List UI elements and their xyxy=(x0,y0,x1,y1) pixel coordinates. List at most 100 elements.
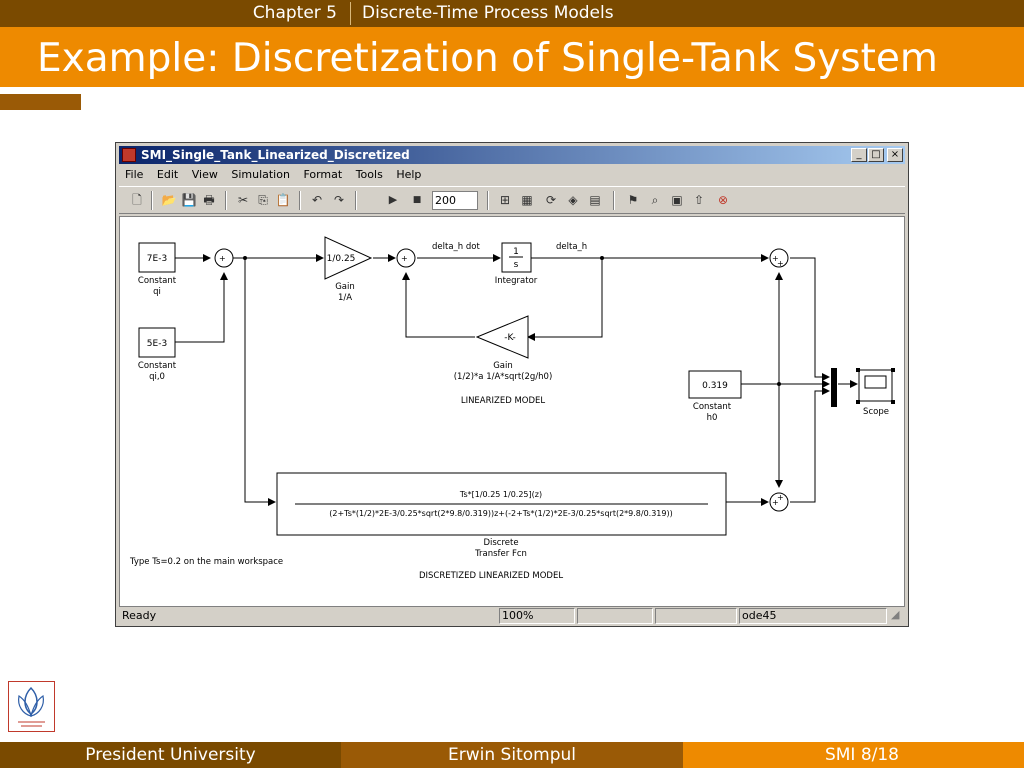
simulink-icon xyxy=(122,148,136,162)
transfer-fcn-name: Transfer Fcn xyxy=(474,549,527,559)
maximize-button[interactable]: □ xyxy=(868,148,884,162)
paste-icon[interactable]: 📋 xyxy=(275,193,291,207)
status-solver: ode45 xyxy=(739,608,887,624)
chapter-title: Discrete-Time Process Models xyxy=(362,3,614,23)
signal-delta-h: delta_h xyxy=(556,242,587,252)
new-model-icon[interactable]: 🗋 xyxy=(132,193,142,207)
copy-icon[interactable]: ⎘ xyxy=(258,193,268,207)
gain-k-label: Gain xyxy=(493,361,513,371)
menu-view[interactable]: View xyxy=(191,168,218,181)
footer: President University Erwin Sitompul SMI … xyxy=(0,742,1024,768)
toolbar: 🗋 📂 💾 🖶 ✂ ⎘ 📋 ↶ ↷ ▶ ■ 200 ⊞ ▦ ⟳ ◈ ▤ ⚑ ⌕ … xyxy=(119,186,905,214)
window-titlebar[interactable]: SMI_Single_Tank_Linearized_Discretized _… xyxy=(119,146,905,164)
constant-qi-value: 7E-3 xyxy=(147,254,167,264)
gain-1-over-a-label: Gain xyxy=(335,282,355,292)
simulink-window: SMI_Single_Tank_Linearized_Discretized _… xyxy=(115,142,909,627)
constant-qi-name: qi xyxy=(153,287,161,297)
status-empty-2 xyxy=(655,608,737,624)
constant-h0-name: h0 xyxy=(707,413,718,423)
signal-delta-h-dot: delta_h dot xyxy=(432,242,480,252)
mux-block[interactable] xyxy=(831,368,837,407)
footer-university: President University xyxy=(0,742,341,768)
browser-icon[interactable]: ▣ xyxy=(671,193,683,207)
print-icon[interactable]: 🖶 xyxy=(203,193,215,207)
sum1-plus: + xyxy=(219,254,226,263)
constant-qi-block[interactable] xyxy=(138,242,176,273)
integrator-label: Integrator xyxy=(495,276,538,286)
status-ready: Ready xyxy=(122,609,157,622)
close-button[interactable]: × xyxy=(887,148,903,162)
menu-help[interactable]: Help xyxy=(396,168,422,181)
open-icon[interactable]: 📂 xyxy=(161,193,177,207)
scope-label: Scope xyxy=(863,407,889,417)
library-browser-icon[interactable]: ◈ xyxy=(568,193,578,207)
integrator-num: 1 xyxy=(513,247,519,257)
linearized-model-label: LINEARIZED MODEL xyxy=(461,396,546,406)
constant-qi0-name: qi,0 xyxy=(149,372,165,382)
chapter-bar xyxy=(0,0,1024,27)
status-zoom: 100% xyxy=(499,608,575,624)
stop-time-input[interactable]: 200 xyxy=(432,191,478,210)
status-bar: Ready 100% ode45 ◢ xyxy=(119,608,905,625)
sum3-plus-left: + xyxy=(772,254,779,263)
footer-page-number: SMI 8/18 xyxy=(683,742,1024,768)
accent-bar xyxy=(0,94,81,110)
save-icon[interactable]: 💾 xyxy=(181,193,197,207)
sum4-plus-top: + xyxy=(777,493,784,502)
refresh-icon[interactable]: ⟳ xyxy=(545,193,557,207)
sum3-block[interactable] xyxy=(769,248,789,268)
workspace-note: Type Ts=0.2 on the main workspace xyxy=(129,557,283,567)
constant-h0-value: 0.319 xyxy=(702,381,728,391)
debugger-icon[interactable]: ⊗ xyxy=(717,193,729,207)
redo-icon[interactable]: ↷ xyxy=(333,193,345,207)
undo-icon[interactable]: ↶ xyxy=(311,193,323,207)
sum1-minus: _ xyxy=(222,258,228,267)
window-title: SMI_Single_Tank_Linearized_Discretized xyxy=(141,148,410,162)
menu-bar: File Edit View Simulation Format Tools H… xyxy=(119,166,425,184)
minimize-button[interactable]: _ xyxy=(851,148,867,162)
build-icon[interactable]: ⊞ xyxy=(499,193,511,207)
stop-simulation-icon[interactable]: ■ xyxy=(412,195,422,205)
constant-qi0-block[interactable] xyxy=(138,327,176,358)
gain-k-name: (1/2)*a 1/A*sqrt(2g/h0) xyxy=(454,372,553,382)
gain-1-over-a-block[interactable] xyxy=(324,236,373,280)
toolbar-separator xyxy=(355,191,357,210)
model-explorer-icon[interactable]: ▤ xyxy=(589,193,601,207)
toolbar-separator xyxy=(487,191,489,210)
update-diagram-icon[interactable]: ▦ xyxy=(521,193,533,207)
university-logo xyxy=(8,681,55,732)
transfer-fcn-denominator: (2+Ts*(1/2)*2E-3/0.25*sqrt(2*9.8/0.319))… xyxy=(329,509,672,518)
sum2-block[interactable] xyxy=(396,248,416,268)
gain-1-over-a-value: 1/0.25 xyxy=(327,254,356,264)
menu-edit[interactable]: Edit xyxy=(156,168,179,181)
menu-tools[interactable]: Tools xyxy=(355,168,383,181)
debug-icon[interactable]: ⚑ xyxy=(627,193,639,207)
resize-grip-icon[interactable]: ◢ xyxy=(891,608,900,621)
integrator-den: s xyxy=(514,260,519,270)
sum3-plus-bottom: + xyxy=(777,259,784,268)
toolbar-separator xyxy=(299,191,301,210)
sum4-plus-left: + xyxy=(772,498,779,507)
menu-simulation[interactable]: Simulation xyxy=(231,168,290,181)
transfer-fcn-numerator: Ts*[1/0.25 1/0.25](z) xyxy=(459,490,542,499)
sum2-plus: + xyxy=(401,254,408,263)
go-to-parent-icon[interactable]: ⇧ xyxy=(693,193,705,207)
sum2-minus: _ xyxy=(404,258,410,267)
gain-k-block[interactable] xyxy=(475,315,529,359)
menu-file[interactable]: File xyxy=(125,168,144,181)
gain-k-value: -K- xyxy=(504,333,515,343)
start-simulation-icon[interactable]: ▶ xyxy=(388,193,398,206)
footer-author: Erwin Sitompul xyxy=(341,742,683,768)
constant-qi0-label: Constant xyxy=(138,361,177,371)
toolbar-separator xyxy=(613,191,615,210)
zoom-icon[interactable]: ⌕ xyxy=(651,193,659,207)
status-empty-1 xyxy=(577,608,653,624)
constant-h0-block[interactable] xyxy=(688,370,742,399)
sum1-block[interactable] xyxy=(214,248,234,268)
cut-icon[interactable]: ✂ xyxy=(237,193,249,207)
transfer-fcn-label: Discrete xyxy=(483,538,518,548)
model-canvas[interactable]: 7E-3 Constant qi 5E-3 Constant qi,0 + _ … xyxy=(119,216,905,607)
constant-h0-label: Constant xyxy=(693,402,732,412)
sum4-block[interactable] xyxy=(769,492,789,512)
menu-format[interactable]: Format xyxy=(303,168,343,181)
